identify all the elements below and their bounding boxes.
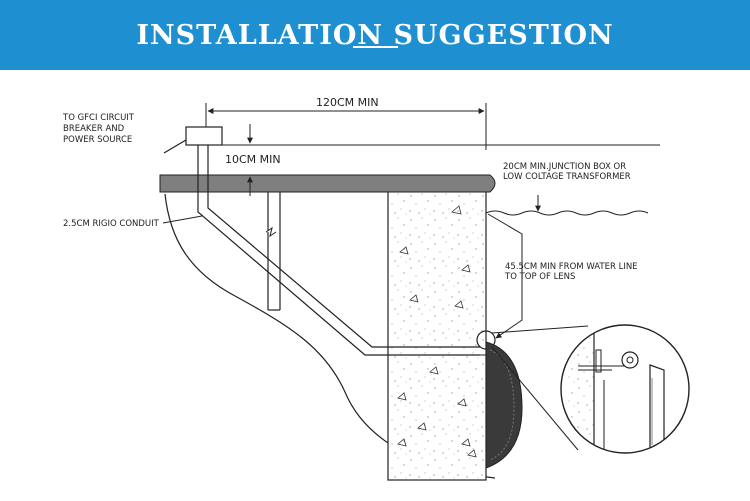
conduit [197, 145, 480, 356]
gfci-label-1: TO GFCI CIRCUIT [62, 113, 135, 123]
pool-deck [159, 174, 496, 193]
pool-wall [387, 189, 487, 481]
water-line [485, 210, 649, 216]
water-label-1: 45.5CM MIN FROM WATER LINE [505, 262, 638, 272]
water-label-2: TO TOP OF LENS [504, 272, 575, 282]
dim-10-label: 10CM MIN [225, 153, 281, 166]
gfci-label-3: POWER SOURCE [63, 135, 132, 145]
junction-label-1: 20CM MIN.JUNCTION BOX OR [503, 162, 626, 172]
gfci-label-2: BREAKER AND [63, 124, 125, 134]
detail-zoom [561, 325, 689, 453]
page-title: INSTALLATION SUGGESTION [136, 19, 614, 51]
title-banner: INSTALLATION SUGGESTION [0, 0, 750, 70]
junction-label-2: LOW COLTAGE TRANSFORMER [503, 172, 631, 182]
junction-box [185, 126, 223, 146]
title-underline [353, 46, 398, 48]
dim-120-label: 120CM MIN [316, 96, 379, 109]
installation-diagram: TO GFCI CIRCUIT BREAKER AND POWER SOURCE… [62, 96, 690, 481]
pool-light [485, 341, 523, 469]
conduit-label: 2.5CM RIGIO CONDUIT [63, 219, 160, 229]
